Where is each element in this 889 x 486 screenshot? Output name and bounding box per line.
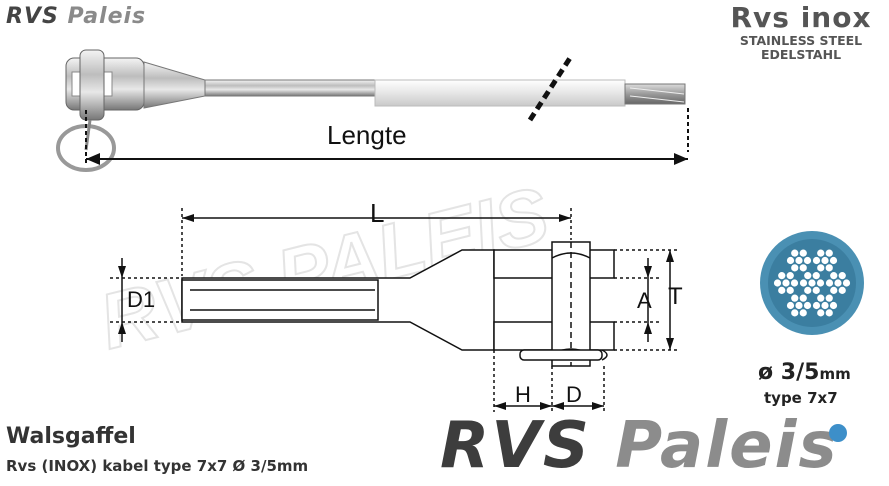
cable-strand: [786, 256, 795, 265]
dim-H-label: H: [515, 382, 531, 407]
cable-strand: [791, 309, 799, 317]
cable-strand: [782, 279, 790, 287]
cable-strand: [799, 264, 807, 272]
cable-strand: [825, 309, 833, 317]
dim-D-label: D: [566, 382, 582, 407]
cable-strand: [838, 286, 846, 294]
cable-strand: [838, 272, 846, 280]
cable-strand: [803, 256, 812, 265]
logo-small: RVS Paleis: [6, 4, 147, 29]
brand-line2: STAINLESS STEEL: [739, 33, 863, 48]
cable-strand: [795, 256, 803, 265]
product-title: Walsgaffel: [6, 424, 136, 449]
cable-strand: [812, 301, 821, 310]
cable-strand: [791, 294, 799, 302]
cable-strand: [786, 301, 795, 310]
cable-strand: [825, 264, 833, 272]
cable-cross-section-icon: [760, 231, 864, 335]
cable-strand: [830, 272, 838, 280]
cable-strand: [808, 279, 816, 287]
logo-dot-icon: [829, 424, 847, 442]
cable-strand: [821, 256, 829, 265]
cable-strand: [791, 249, 799, 257]
cable-strand: [778, 286, 786, 294]
cable-strand: [834, 279, 842, 287]
cable-strand: [825, 294, 833, 302]
cable-strand: [817, 294, 825, 302]
cable-strand: [799, 279, 808, 287]
cable-strand: [799, 249, 807, 257]
cable-strand: [795, 301, 803, 310]
cable-strand: [842, 279, 851, 287]
cable-strand: [786, 272, 794, 280]
cable-strand: [778, 272, 786, 280]
cable-strand: [786, 286, 794, 294]
cable-strand: [829, 301, 838, 310]
brand-line1: Rvs inox: [730, 1, 872, 34]
logo-large: RVS Paleis: [440, 409, 839, 483]
cable-strand: [817, 264, 825, 272]
dim-T-label: T: [668, 283, 683, 310]
brand-line3: EDELSTAHL: [760, 47, 842, 62]
dim-D1-label: D1: [127, 287, 156, 312]
cable-strand: [812, 286, 820, 294]
cable-strand: [825, 249, 833, 257]
cable-strand: [812, 272, 820, 280]
cable-strand: [817, 249, 825, 257]
cable-strand: [773, 279, 782, 287]
cable-strand: [803, 301, 812, 310]
cable-type: type 7x7: [764, 389, 838, 407]
cable-strand: [799, 294, 807, 302]
product-subtitle: Rvs (INOX) kabel type 7x7 Ø 3/5mm: [6, 457, 309, 475]
dim-L-label: L: [370, 198, 385, 228]
cable-strand: [829, 256, 838, 265]
cable-strand: [790, 279, 799, 287]
dim-A-label: A: [637, 288, 652, 313]
cable-strand: [821, 301, 829, 310]
cable-strand: [816, 279, 825, 287]
length-label: Lengte: [327, 120, 407, 150]
cable-strand: [799, 309, 807, 317]
cable-size: ø 3/5mm: [758, 360, 851, 385]
cable-strand: [825, 279, 834, 287]
cable-strand: [804, 286, 812, 294]
cable-strand: [804, 272, 812, 280]
cable-strand: [830, 286, 838, 294]
cable-strand: [812, 256, 821, 265]
cable-strand: [817, 309, 825, 317]
brand-badge: Rvs inox STAINLESS STEEL EDELSTAHL: [721, 2, 881, 62]
cable-strand: [791, 264, 799, 272]
